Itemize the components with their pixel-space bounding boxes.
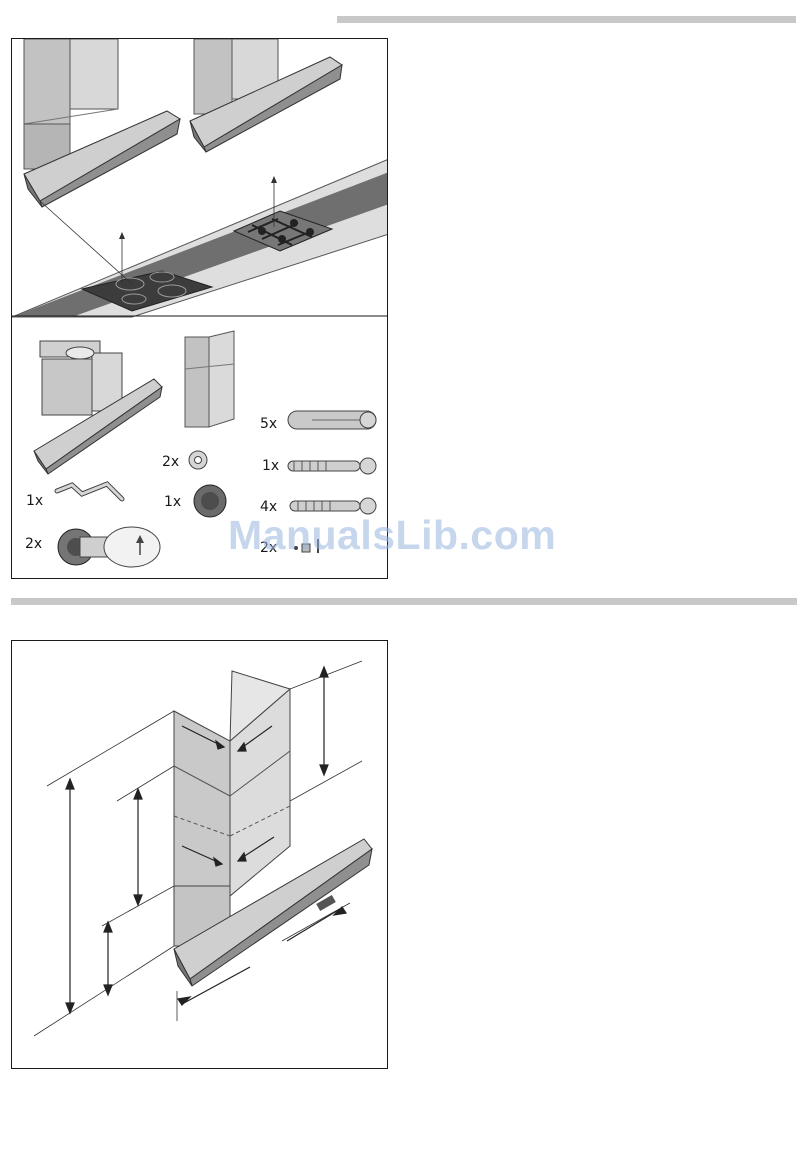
dimension-illustration <box>12 641 388 1069</box>
airflow-adapter <box>58 527 160 567</box>
installation-illustration <box>12 39 388 579</box>
section-divider-rule <box>11 598 797 605</box>
chimney-duct-cover <box>185 331 234 427</box>
cooktop-scene <box>12 39 388 317</box>
knob <box>194 485 226 517</box>
installation-figure: 5x 2x 1x 1x 1x 4x 2x 2x <box>11 38 388 579</box>
qty-washer: 2x <box>162 454 179 470</box>
long-screw <box>288 458 376 474</box>
mounting-clip <box>57 484 122 499</box>
qty-knob: 1x <box>164 494 181 510</box>
qty-mounting-clip: 1x <box>26 493 43 509</box>
wall-plug <box>288 411 376 429</box>
qty-wall-plug: 5x <box>260 416 277 432</box>
washer <box>189 451 207 469</box>
top-divider-rule <box>337 16 796 23</box>
hood-left <box>24 39 180 284</box>
dimension-figure <box>11 640 388 1069</box>
watermark-text: ManualsLib.com <box>228 512 556 559</box>
hood-with-duct-and-wall-bracket <box>34 341 162 474</box>
qty-long-screw: 1x <box>262 458 279 474</box>
qty-airflow-adapter: 2x <box>25 536 42 552</box>
